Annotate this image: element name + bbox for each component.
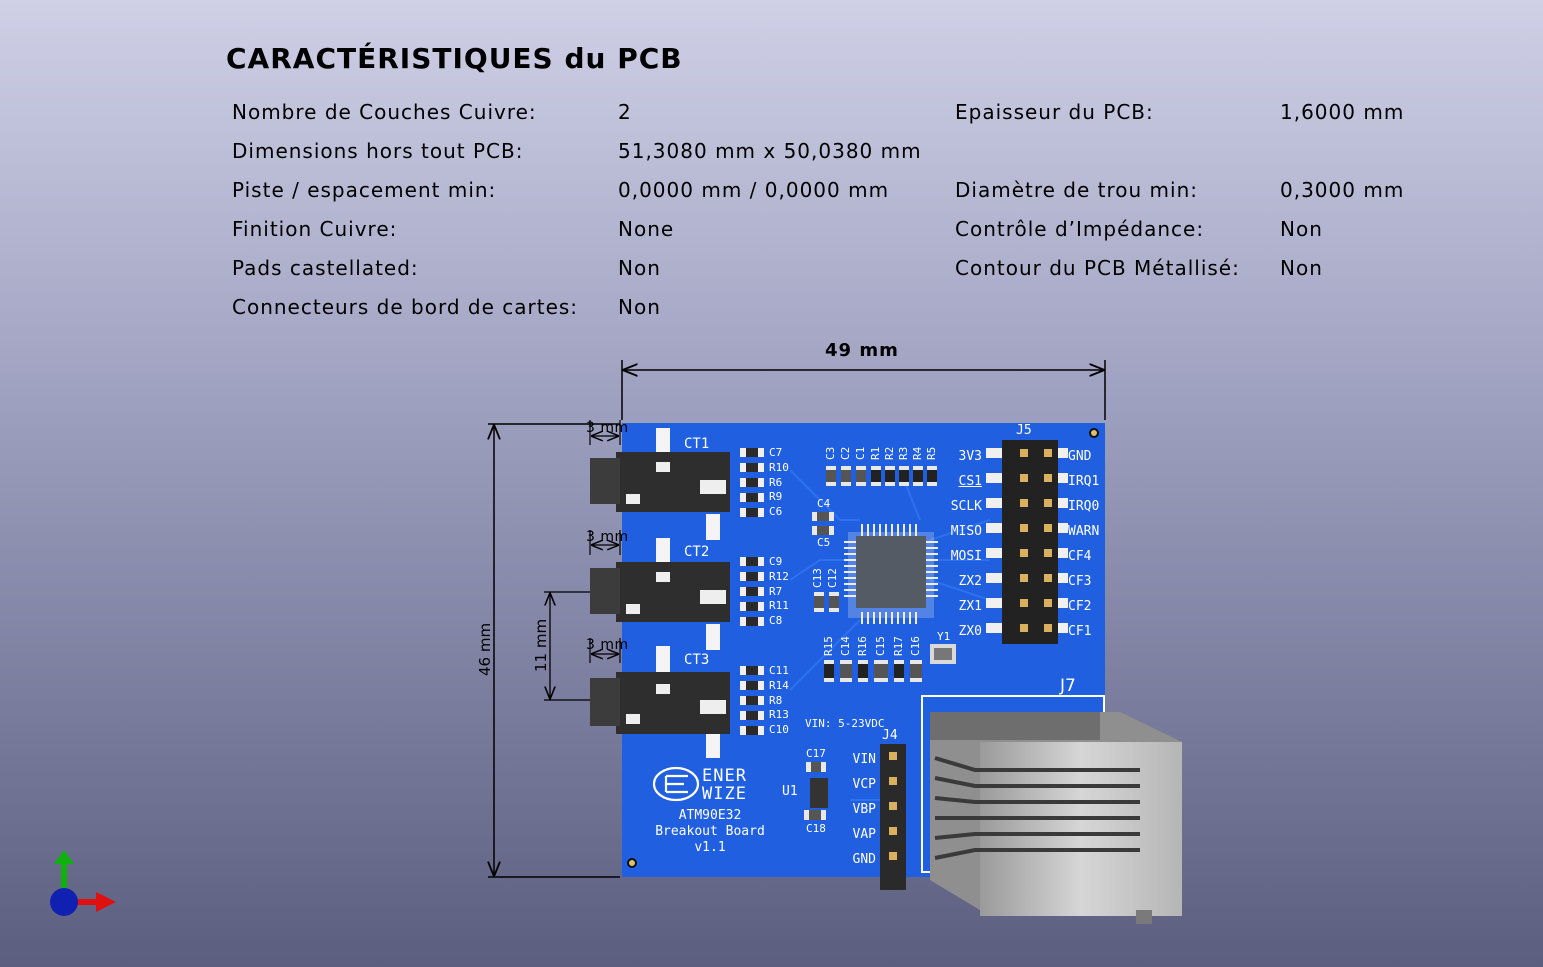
height-dimension-label: 46 mm	[476, 622, 494, 676]
layers-label: Nombre de Couches Cuivre:	[232, 100, 537, 124]
width-dimension-label: 49 mm	[825, 340, 899, 361]
castellated-label: Pads castellated:	[232, 256, 419, 280]
enerwize-logo	[652, 766, 700, 802]
page-title: CARACTÉRISTIQUES du PCB	[226, 42, 683, 75]
thickness-label: Epaisseur du PCB:	[955, 100, 1154, 124]
mounting-holes	[627, 428, 1099, 868]
bottom-passives	[824, 644, 956, 682]
u1-regulator	[804, 762, 828, 820]
plated-edge-value: Non	[1280, 256, 1323, 280]
offset-dimensions	[589, 420, 621, 663]
track-label: Piste / espacement min:	[232, 178, 497, 202]
layers-value: 2	[618, 100, 632, 124]
offset-dimension-label-3: 3 mm	[586, 637, 629, 653]
impedance-value: Non	[1280, 217, 1323, 241]
hole-value: 0,3000 mm	[1280, 178, 1405, 202]
ct3-jack	[590, 646, 730, 758]
finish-value: None	[618, 217, 675, 241]
top-passives	[812, 466, 937, 612]
thickness-value: 1,6000 mm	[1280, 100, 1405, 124]
axis-gizmo-icon[interactable]	[40, 846, 120, 926]
track-value: 0,0000 mm / 0,0000 mm	[618, 178, 890, 202]
edge-connectors-value: Non	[618, 295, 661, 319]
width-dimension	[621, 360, 1106, 420]
ct1-jack	[590, 428, 730, 540]
spacing-dimension	[544, 591, 590, 701]
impedance-label: Contrôle d’Impédance:	[955, 217, 1205, 241]
dimensions-value: 51,3080 mm x 50,0380 mm	[618, 139, 922, 163]
offset-dimension-label-2: 3 mm	[586, 529, 629, 545]
ct2-jack	[590, 538, 730, 650]
dimensions-label: Dimensions hors tout PCB:	[232, 139, 524, 163]
j7-connector	[921, 695, 1182, 924]
plated-edge-label: Contour du PCB Métallisé:	[955, 256, 1240, 280]
main-ic	[844, 524, 938, 624]
height-dimension	[488, 423, 620, 878]
edge-connectors-label: Connecteurs de bord de cartes:	[232, 295, 579, 319]
spacing-dimension-label: 11 mm	[532, 618, 550, 672]
j4-header	[880, 744, 906, 890]
finish-label: Finition Cuivre:	[232, 217, 398, 241]
hole-label: Diamètre de trou min:	[955, 178, 1198, 202]
j5-header	[986, 440, 1068, 644]
offset-dimension-label-1: 3 mm	[586, 420, 629, 436]
castellated-value: Non	[618, 256, 661, 280]
